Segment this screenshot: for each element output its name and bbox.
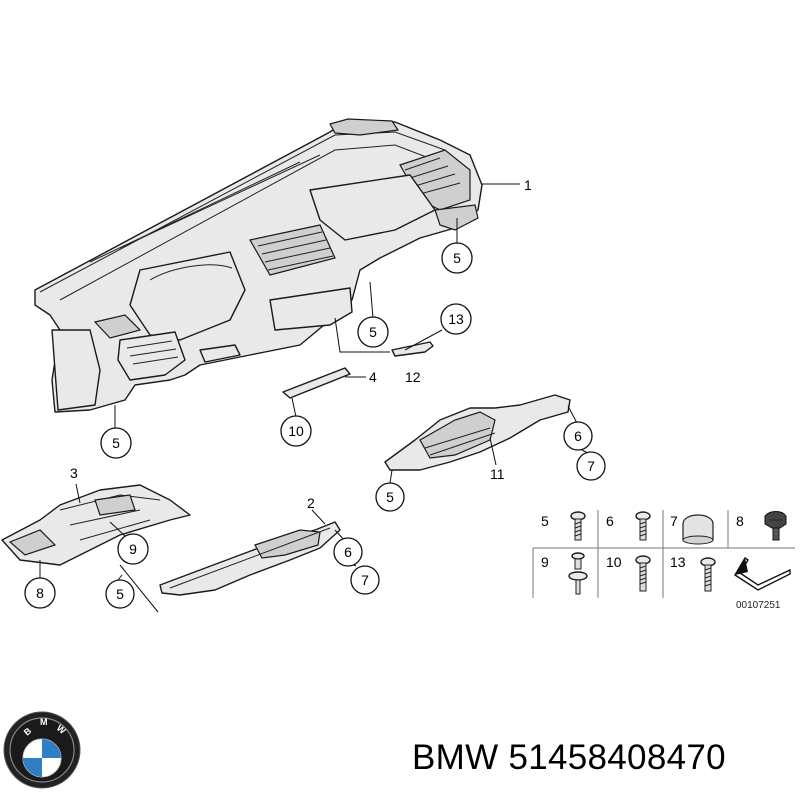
strip-part-4 [282,367,351,399]
dashboard-part [34,118,483,413]
table-cell-13: 13 [670,554,686,570]
svg-text:B: B [22,725,34,737]
svg-text:5: 5 [112,435,120,451]
label-1: 1 [524,177,532,193]
label-3: 3 [70,465,78,481]
arrow-symbol-icon [734,557,791,591]
svg-text:7: 7 [361,572,369,588]
svg-text:5: 5 [453,250,461,266]
svg-text:5: 5 [386,489,394,505]
svg-text:M: M [40,717,48,727]
callout-10: 10 [280,415,312,447]
svg-text:9: 9 [129,541,137,557]
label-4: 4 [369,369,377,385]
screw-icon [570,511,586,541]
svg-text:10: 10 [288,423,304,439]
cover-part-2 [159,521,341,596]
svg-text:13: 13 [448,311,464,327]
callout-6-b: 6 [333,537,363,567]
svg-text:6: 6 [344,544,352,560]
table-cell-10: 10 [606,554,622,570]
table-cell-7: 7 [670,513,678,529]
label-2: 2 [307,495,315,511]
callout-5-e: 5 [105,579,135,609]
fastener-table: 5 6 7 8 9 10 13 [532,510,795,611]
table-cell-5: 5 [541,513,549,529]
callout-13: 13 [440,303,472,335]
screw-icon [635,511,651,541]
callout-9: 9 [117,533,149,565]
cover-part-3 [1,484,191,566]
screw-icon [700,557,716,592]
cover-part-11 [384,394,571,471]
callout-5-a: 5 [441,242,473,274]
clip-icon [764,511,787,541]
screw-icon [635,555,651,592]
callout-5-b: 5 [357,316,389,348]
label-12: 12 [405,369,421,385]
rivet-icon [568,552,588,595]
reference-code: 00107251 [736,600,781,611]
svg-text:7: 7 [587,458,595,474]
bmw-logo: B M W [3,711,81,789]
svg-text:5: 5 [369,324,377,340]
part-number-label: BMW 51458408470 [412,738,726,777]
svg-text:8: 8 [36,585,44,601]
callout-7-a: 7 [576,451,606,481]
bracket-part-12 [391,341,434,357]
callout-5-d: 5 [375,482,405,512]
table-cell-8: 8 [736,513,744,529]
callout-7-b: 7 [350,565,380,595]
table-cell-9: 9 [541,554,549,570]
callout-6-a: 6 [563,421,593,451]
svg-text:5: 5 [116,586,124,602]
table-cell-6: 6 [606,513,614,529]
svg-text:6: 6 [574,428,582,444]
cap-icon [682,514,714,545]
callout-8: 8 [24,577,56,609]
callout-5-c: 5 [100,427,132,459]
label-11: 11 [490,466,505,482]
